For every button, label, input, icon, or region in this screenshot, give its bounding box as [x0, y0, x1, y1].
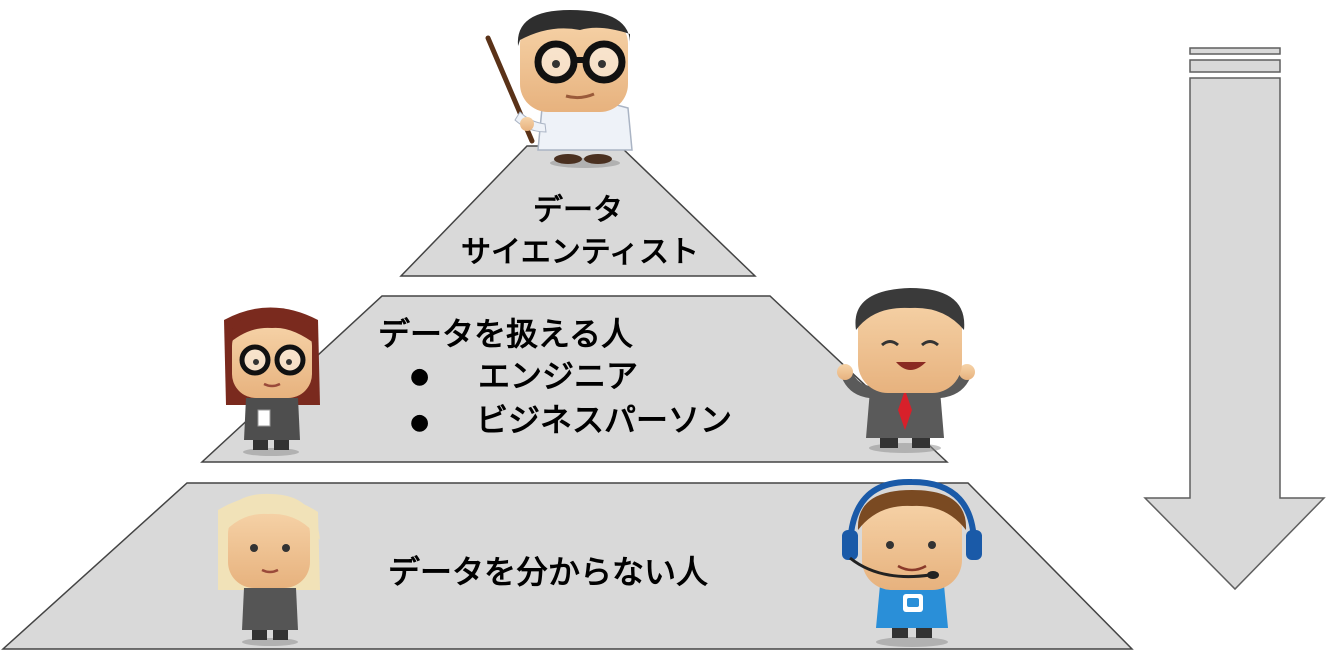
middle-tier-item-engineer: エンジニア: [478, 357, 639, 395]
bullet-icon: ●: [410, 410, 430, 435]
middle-tier-item-businessperson: ビジネスパーソン: [476, 401, 733, 439]
top-tier-label-line2: サイエンティスト: [461, 235, 699, 270]
down-arrow-icon: [1143, 47, 1326, 591]
smiling-businessman-figure-icon: [837, 288, 975, 453]
teacher-figure-icon: [485, 10, 633, 168]
bottom-tier-title: データを分からない人: [388, 553, 709, 591]
top-tier-label-line1: データ: [533, 193, 623, 228]
middle-tier-title: データを扱える人: [378, 315, 634, 353]
blonde-woman-figure-icon: [218, 493, 320, 646]
support-operator-figure-icon: [842, 478, 982, 647]
woman-with-glasses-figure-icon: [224, 307, 320, 456]
bullet-icon: ●: [410, 364, 430, 389]
